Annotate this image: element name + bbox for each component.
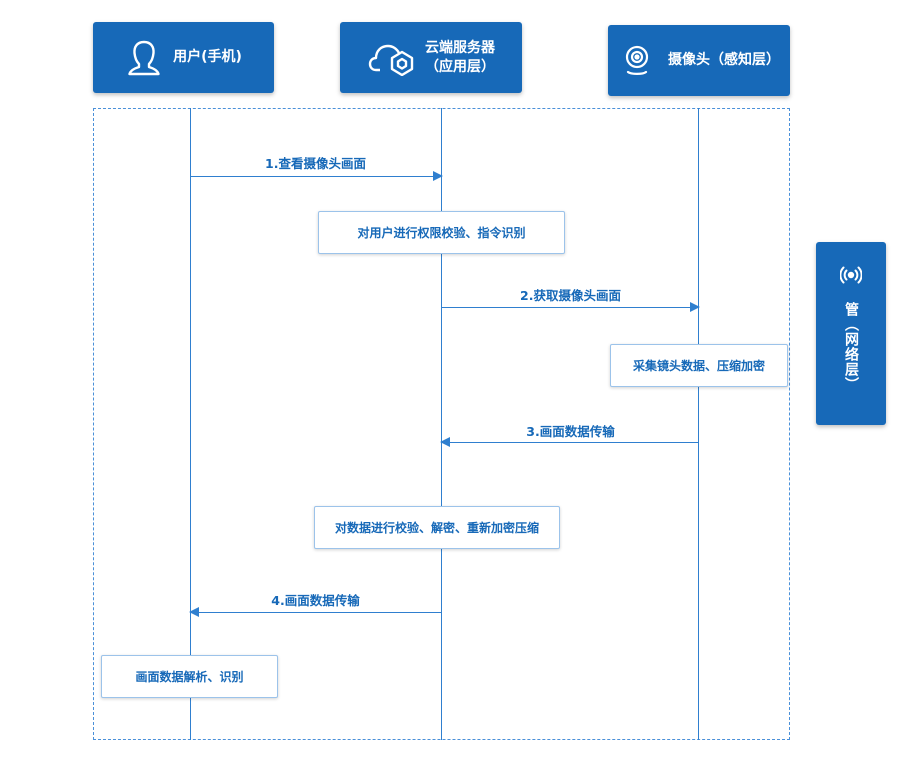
message-2-arrow <box>442 302 700 312</box>
lifeline-cloud <box>441 108 442 740</box>
message-3-label: 3.画面数据传输 <box>526 424 615 439</box>
actor-cloud-label: 云端服务器 （应用层） <box>425 39 495 77</box>
note-parse-recognize: 画面数据解析、识别 <box>101 655 278 698</box>
actor-camera-label: 摄像头（感知层） <box>668 52 780 68</box>
message-1-arrow <box>191 171 443 181</box>
actor-user-label: 用户(手机) <box>173 49 242 65</box>
message-1-label: 1.查看摄像头画面 <box>265 156 366 171</box>
actor-cloud-line1: 云端服务器 <box>425 39 495 56</box>
note-permission-check: 对用户进行权限校验、指令识别 <box>318 211 565 254</box>
lifeline-camera <box>698 108 699 740</box>
message-3-arrow <box>440 437 698 447</box>
camera-icon <box>618 42 656 80</box>
note-capture-data: 采集镜头数据、压缩加密 <box>610 344 788 387</box>
actor-cloud-server: 云端服务器 （应用层） <box>340 22 522 93</box>
user-icon <box>125 39 163 77</box>
lifeline-user <box>190 108 191 740</box>
network-layer-label: 管（网络层） <box>843 302 859 392</box>
note-verify-decrypt: 对数据进行校验、解密、重新加密压缩 <box>314 506 560 549</box>
actor-camera: 摄像头（感知层） <box>608 25 790 96</box>
cloud-icon <box>367 39 415 77</box>
signal-icon <box>839 264 863 290</box>
message-4-arrow <box>189 607 441 617</box>
actor-user: 用户(手机) <box>93 22 274 93</box>
actor-cloud-line2: （应用层） <box>425 58 495 75</box>
message-4-label: 4.画面数据传输 <box>271 593 360 608</box>
network-layer-panel: 管（网络层） <box>816 242 886 425</box>
message-2-label: 2.获取摄像头画面 <box>520 288 621 303</box>
